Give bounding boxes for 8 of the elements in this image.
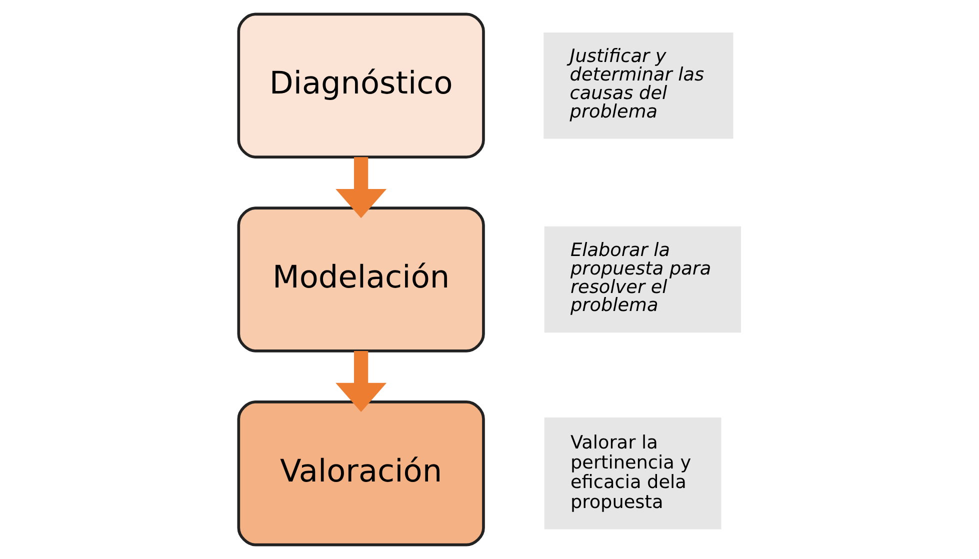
node-box: Valorar la pertinencia y eficacia dela propuesta: [544, 417, 722, 530]
arrow: [336, 157, 387, 218]
node-box: Elaborar la propuesta para resolver el problema: [544, 226, 742, 333]
node-box: Modelación: [237, 206, 485, 352]
node-box: Justificar y determinar las causas del problema: [544, 32, 734, 139]
node-box: Valoración: [237, 400, 485, 546]
node-box: Diagnóstico: [237, 12, 485, 158]
arrow: [336, 350, 387, 412]
